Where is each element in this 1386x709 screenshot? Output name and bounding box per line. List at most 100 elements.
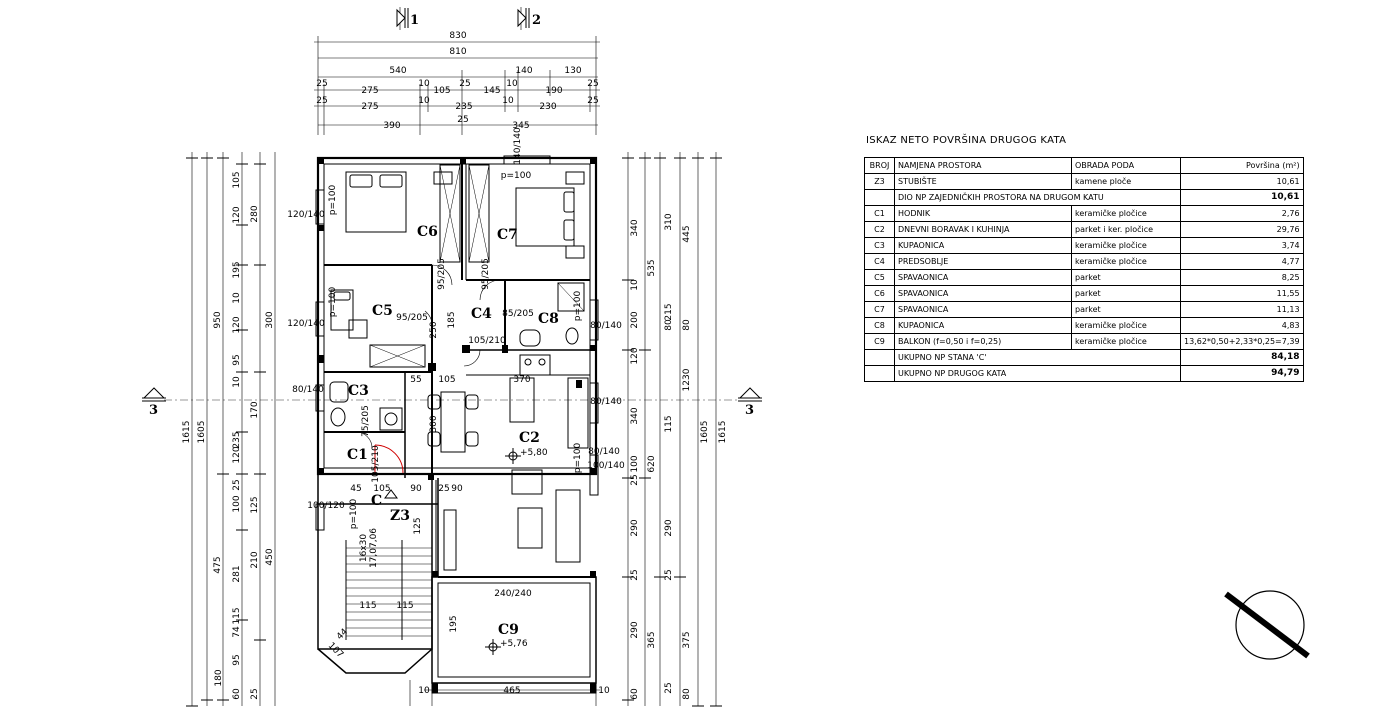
dim-right: 215 xyxy=(664,303,674,320)
dim-left: 300 xyxy=(265,311,275,328)
cell-obrada: parket xyxy=(1071,269,1181,286)
cell-obrada: keramičke pločice xyxy=(1071,317,1181,334)
dim-left: 120 xyxy=(232,446,242,463)
dim-misc: 16x30 xyxy=(359,534,369,563)
dim-top: 190 xyxy=(545,86,562,96)
cell-povrsina: 2,76 xyxy=(1180,205,1304,222)
table-header-row: BROJ NAMJENA PROSTORA OBRADA PODA Površi… xyxy=(864,157,1304,174)
section-mark-3-left: 3 xyxy=(149,403,158,418)
dim-left: 1605 xyxy=(197,421,207,444)
floor-total-value: 94,79 xyxy=(1180,365,1304,382)
table-row: C8 KUPAONICA keramičke pločice 4,83 xyxy=(864,317,1304,334)
room-label-c4: C4 xyxy=(471,306,492,322)
cell-broj: C6 xyxy=(864,285,895,302)
dim-left: 60 xyxy=(232,688,242,700)
dim-misc: 105 xyxy=(373,484,390,494)
dim-misc: 44 xyxy=(335,627,350,642)
stair-block xyxy=(317,473,433,650)
dim-right: 120 xyxy=(630,347,640,364)
table-row: C1 HODNIK keramičke pločice 2,76 xyxy=(864,205,1304,222)
dim-right: 10 xyxy=(630,279,640,291)
dim-bottom: 10 xyxy=(418,686,430,696)
door-label: p=100 xyxy=(328,287,338,318)
level-c9: +5,76 xyxy=(500,639,528,649)
window-label: 80/140 xyxy=(590,397,622,407)
cell-obrada: keramičke pločice xyxy=(1071,253,1181,270)
room-label-c6: C6 xyxy=(417,224,438,240)
dim-left: 450 xyxy=(265,548,275,565)
window-label: 80/140 xyxy=(292,385,324,395)
dim-right: 60 xyxy=(630,688,640,700)
cell-povrsina: 4,83 xyxy=(1180,317,1304,334)
cell-broj: C2 xyxy=(864,221,895,238)
dim-left: 180 xyxy=(214,669,224,686)
dim-left: 95 xyxy=(232,654,242,665)
window-label: 100/120 xyxy=(307,501,345,511)
dim-right: 115 xyxy=(664,415,674,432)
outer-wall xyxy=(316,156,598,476)
dim-misc: 90 xyxy=(451,484,463,494)
dim-left: 125 xyxy=(250,496,260,513)
dim-top: 345 xyxy=(512,121,529,131)
dim-right: 200 xyxy=(630,311,640,328)
window-label: 100/140 xyxy=(587,461,625,471)
dim-misc: 370 xyxy=(513,375,530,385)
dim-top: 10 xyxy=(502,96,514,106)
dim-left: 235 xyxy=(232,431,242,448)
room-label-c1: C1 xyxy=(347,447,368,463)
dim-bottom: 10 xyxy=(598,686,610,696)
dim-right: 365 xyxy=(647,631,657,648)
dim-left: 475 xyxy=(213,556,223,573)
dim-right: 80 xyxy=(682,319,692,331)
dim-right: 340 xyxy=(630,219,640,236)
room-label-c5: C5 xyxy=(372,303,393,319)
cell-broj: C9 xyxy=(864,333,895,350)
dim-left: 95 xyxy=(232,354,242,365)
header-obrada: OBRADA PODA xyxy=(1071,157,1181,174)
flat-total-value: 84,18 xyxy=(1180,349,1304,366)
dim-misc: 90 xyxy=(410,484,422,494)
window-label: 120/140 xyxy=(287,210,325,220)
window-label: 240/240 xyxy=(494,589,532,599)
door-label: 105/210 xyxy=(371,445,381,483)
dim-left: 74 xyxy=(232,626,242,638)
cell-broj: C5 xyxy=(864,269,895,286)
dim-top-r1: 830 xyxy=(449,31,466,41)
dim-misc: 17,07,06 xyxy=(369,528,379,568)
cell-namjena: DNEVNI BORAVAK I KUHINJA xyxy=(894,221,1072,238)
table-row: Z3 STUBIŠTE kamene ploče 10,61 xyxy=(864,173,1304,190)
dim-misc: 250 xyxy=(429,321,439,338)
dim-top: 130 xyxy=(564,66,581,76)
cell-obrada: parket i ker. pločice xyxy=(1071,221,1181,238)
room-label-z3: Z3 xyxy=(390,508,410,524)
area-table-title: ISKAZ NETO POVRŠINA DRUGOG KATA xyxy=(866,135,1067,146)
dim-misc: 185 xyxy=(447,311,457,328)
cell-povrsina: 10,61 xyxy=(1180,173,1304,190)
cell-povrsina: 3,74 xyxy=(1180,237,1304,254)
header-povrsina: Površina (m²) xyxy=(1180,157,1304,174)
dim-misc: 195 xyxy=(449,615,459,632)
cell-namjena: SPAVAONICA xyxy=(894,301,1072,318)
window-label: 80/140 xyxy=(590,321,622,331)
cell-namjena: HODNIK xyxy=(894,205,1072,222)
dim-right: 445 xyxy=(682,225,692,242)
door-label: p=100 xyxy=(328,185,338,216)
dim-misc: 105 xyxy=(438,375,455,385)
cell-namjena: KUPAONICA xyxy=(894,317,1072,334)
room-label-c8: C8 xyxy=(538,311,559,327)
cell-broj: C4 xyxy=(864,253,895,270)
dim-top: 390 xyxy=(383,121,400,131)
table-row: C3 KUPAONICA keramičke pločice 3,74 xyxy=(864,237,1304,254)
dim-top: 140 xyxy=(515,66,532,76)
cell-povrsina: 13,62*0,50+2,33*0,25=7,39 xyxy=(1180,333,1304,350)
dim-left: 195 xyxy=(232,261,242,278)
cell-namjena: PREDSOBLJE xyxy=(894,253,1072,270)
section-mark-2: 2 xyxy=(532,13,541,28)
dim-top: 25 xyxy=(316,79,327,89)
dim-top: 105 xyxy=(433,86,450,96)
dim-right: 290 xyxy=(630,621,640,638)
flat-total-label: UKUPNO NP STANA 'C' xyxy=(894,349,1181,366)
dim-right: 375 xyxy=(682,631,692,648)
cell-obrada: keramičke pločice xyxy=(1071,333,1181,350)
door-label: 95/205 xyxy=(437,258,447,290)
